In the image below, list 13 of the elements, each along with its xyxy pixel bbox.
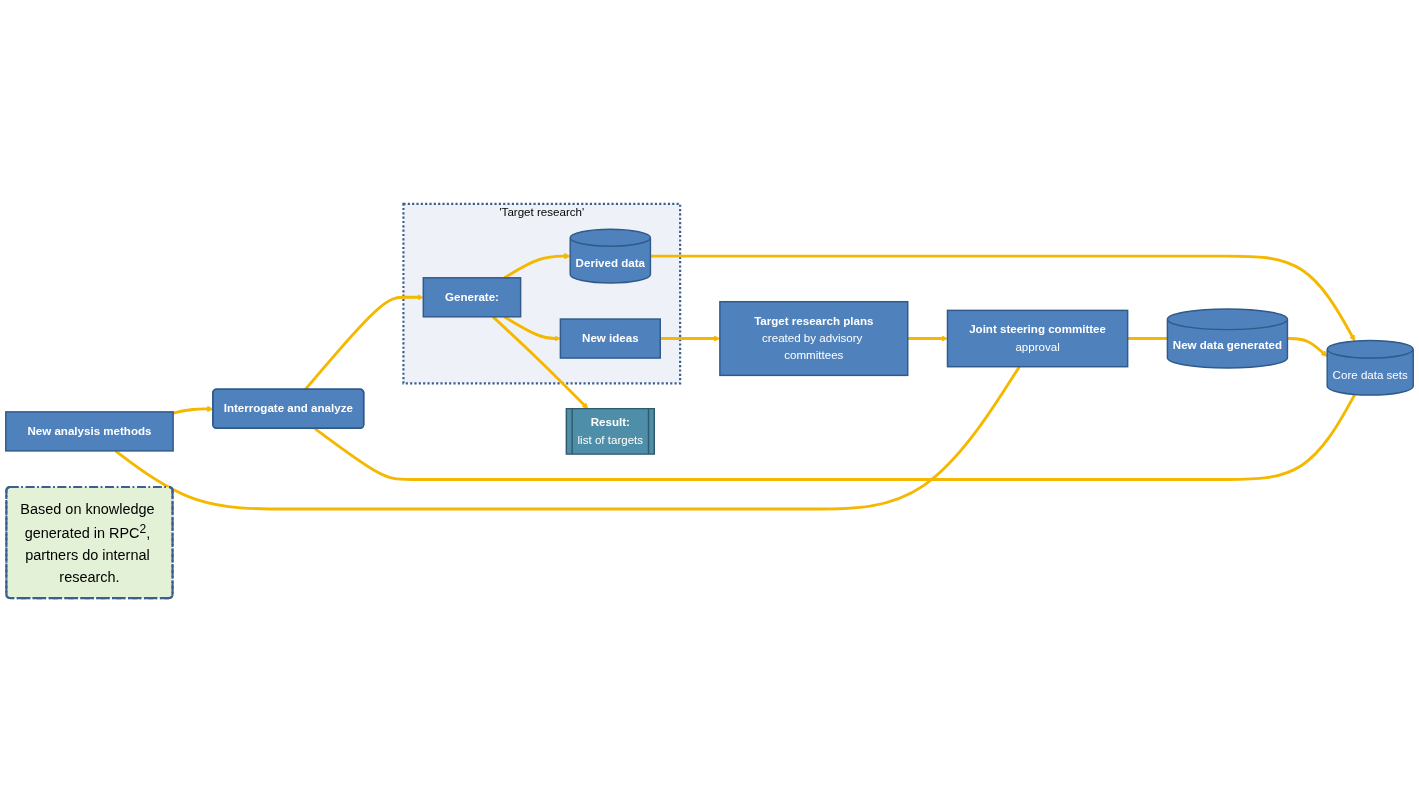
node-box: Generate: bbox=[422, 277, 522, 318]
arrow bbox=[503, 315, 561, 342]
node-box: New ideas bbox=[559, 318, 661, 359]
arrow bbox=[1287, 337, 1328, 357]
arrow bbox=[304, 294, 424, 391]
node-box: Target research plans created by advisory committees bbox=[719, 300, 909, 377]
arrow bbox=[650, 254, 1356, 342]
connector bbox=[1127, 337, 1168, 340]
node-box: Joint steering committee approval bbox=[946, 309, 1129, 368]
connector bbox=[114, 365, 1021, 511]
node-box: New analysis methods bbox=[5, 411, 174, 452]
connector bbox=[314, 393, 1357, 481]
arrow bbox=[907, 335, 948, 342]
